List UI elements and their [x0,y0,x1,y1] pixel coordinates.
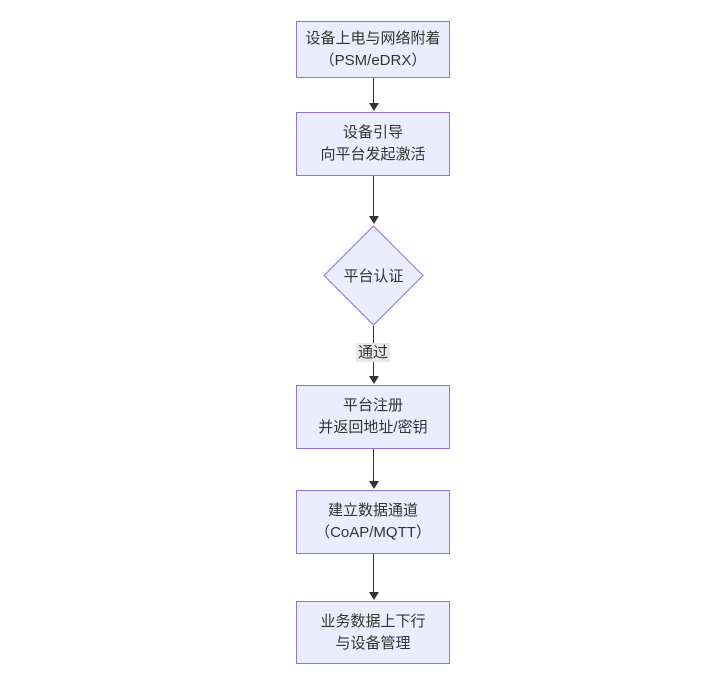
node-business: 业务数据上下行 与设备管理 [296,601,450,664]
edge-line [372,554,375,595]
arrowhead-icon [368,103,379,111]
arrowhead-icon [368,216,379,224]
node-label-line: 并返回地址/密钥 [318,419,428,436]
node-label-line: （PSM/eDRX） [319,51,427,69]
edge-label-pass: 通过 [355,343,391,362]
edge-line [372,176,375,219]
edge-power-to-bootstrap [368,78,380,111]
node-data-channel: 建立数据通道 （CoAP/MQTT） [296,490,450,554]
node-label-line: 与设备管理 [335,634,411,652]
edge-line [372,449,375,484]
arrowhead-icon [368,481,379,489]
edge-line [372,78,375,106]
edge-register-to-channel [368,449,380,489]
node-power-attach: 设备上电与网络附着 （PSM/eDRX） [296,21,450,78]
node-platform-auth: 平台认证 [323,225,424,326]
node-label-line: 平台注册 [342,397,403,414]
edge-channel-to-business [368,554,380,600]
node-label-line: 设备引导 [342,124,403,141]
edge-bootstrap-to-auth [368,176,380,224]
node-label-line: 建立数据通道 [327,502,418,519]
node-label-line: 业务数据上下行 [320,612,426,630]
node-label-line: 平台认证 [343,268,404,285]
node-label-line: （CoAP/MQTT） [315,524,431,541]
arrowhead-icon [368,592,379,600]
node-label-line: 设备上电与网络附着 [305,29,441,47]
node-platform-register: 平台注册 并返回地址/密钥 [296,385,450,449]
node-label-line: 向平台发起激活 [320,146,426,163]
node-bootstrap: 设备引导 向平台发起激活 [296,112,450,176]
arrowhead-icon [368,376,379,384]
